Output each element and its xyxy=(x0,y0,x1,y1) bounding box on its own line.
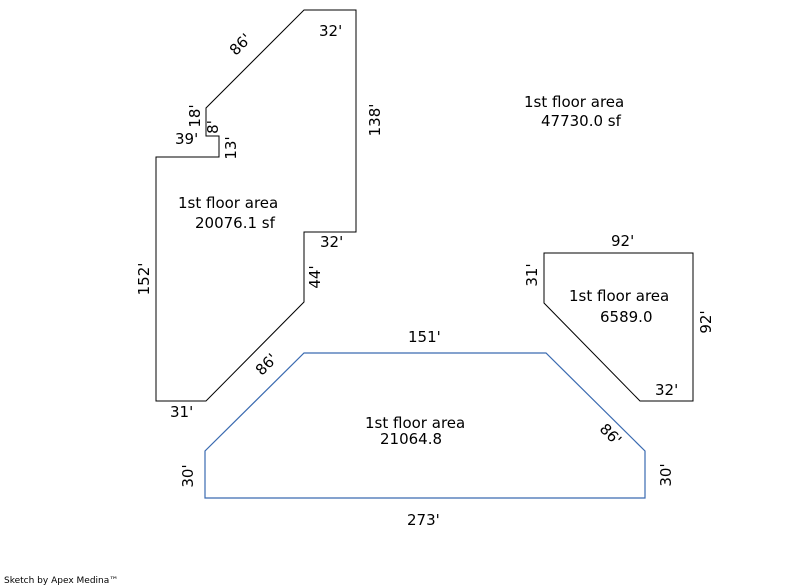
north-area-value: 20076.1 sf xyxy=(195,214,276,232)
summary-area-value: 47730.0 sf xyxy=(541,112,622,130)
north-dim-right: 138' xyxy=(366,104,384,137)
south-area-label: 1st floor area xyxy=(365,414,465,432)
east-shape-outline xyxy=(543,252,694,402)
east-dim-bottom: 32' xyxy=(655,381,678,399)
south-dim-right: 30' xyxy=(657,463,675,486)
north-dim-diagonal-top: 86' xyxy=(226,30,255,59)
north-shape-outline xyxy=(155,9,357,402)
south-shape-outline xyxy=(204,352,646,499)
north-dim-bottom: 31' xyxy=(170,403,193,421)
south-dim-diagonal-right: 86' xyxy=(596,420,625,449)
east-dim-top: 92' xyxy=(611,232,634,250)
north-dim-notch-vertical: 13' xyxy=(222,136,240,159)
north-dim-left: 152' xyxy=(135,263,153,296)
north-dim-diagonal-bottom: 86' xyxy=(252,350,281,379)
north-dim-notch-upper: 18' xyxy=(186,104,204,127)
summary-area-label: 1st floor area xyxy=(524,93,624,111)
east-dim-left: 31' xyxy=(523,263,541,286)
north-area-label: 1st floor area xyxy=(178,194,278,212)
north-dim-inner-vertical: 44' xyxy=(306,265,324,288)
south-dim-top: 151' xyxy=(408,328,441,346)
north-dim-notch-small: 8' xyxy=(204,120,222,134)
east-area-label: 1st floor area xyxy=(569,287,669,305)
east-area-value: 6589.0 xyxy=(600,308,653,326)
north-dim-notch-horizontal: 39' xyxy=(175,130,198,148)
north-dim-top: 32' xyxy=(319,22,342,40)
north-dim-inner-step: 32' xyxy=(320,233,343,251)
east-dim-right: 92' xyxy=(697,310,715,333)
south-area-value: 21064.8 xyxy=(380,430,442,448)
south-dim-bottom: 273' xyxy=(407,511,440,529)
sketch-credit: Sketch by Apex Medina™ xyxy=(4,576,118,586)
south-dim-left: 30' xyxy=(179,464,197,487)
